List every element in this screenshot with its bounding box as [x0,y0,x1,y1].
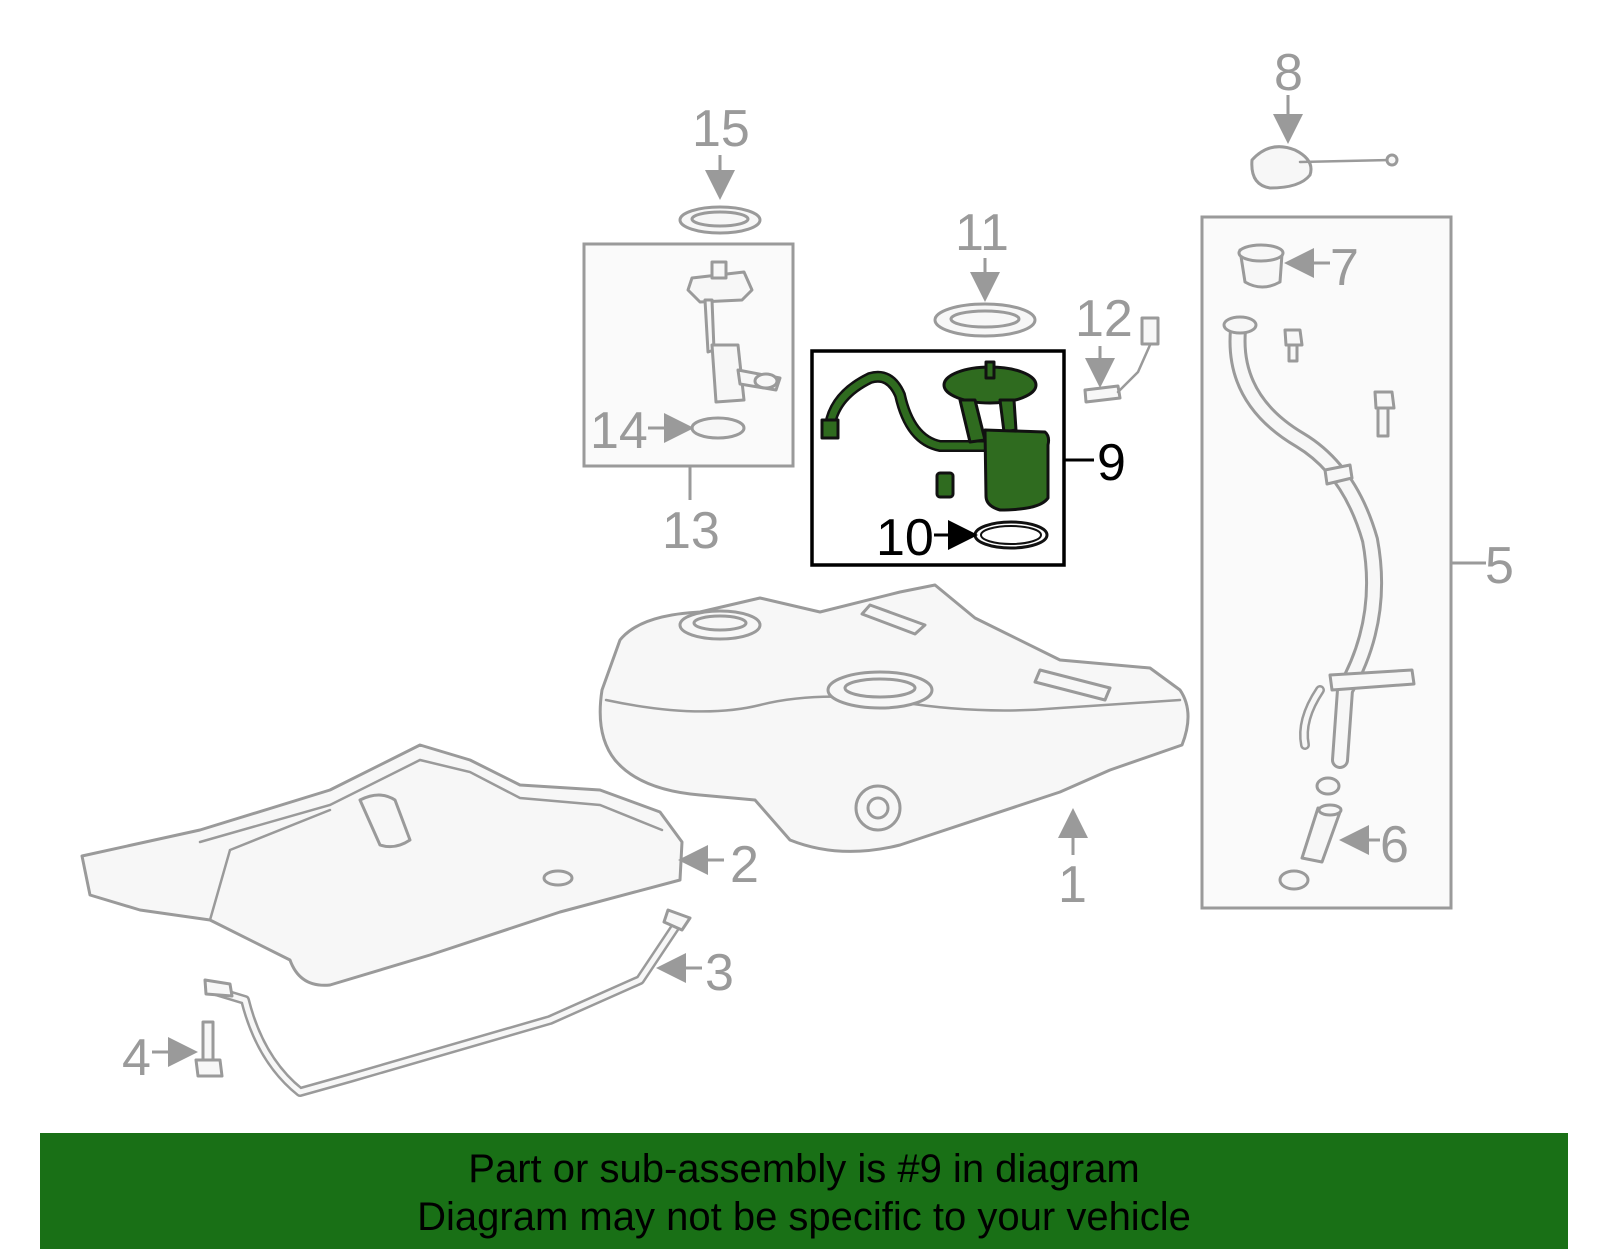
callout-7: 7 [1330,239,1359,297]
callout-9: 9 [1097,434,1126,492]
callout-13: 13 [662,502,720,560]
filler-pipe-5[interactable] [1222,315,1416,769]
info-banner: Part or sub-assembly is #9 in diagram Di… [40,1133,1568,1249]
clamp-upper[interactable] [1315,776,1341,796]
callout-12: 12 [1075,290,1133,348]
callout-6: 6 [1380,816,1409,874]
seal-14[interactable] [690,416,746,440]
fuel-pump-module-9[interactable] [820,360,1051,512]
callout-10: 10 [876,509,934,567]
bolt-small-a[interactable] [1283,328,1304,363]
bolt-4[interactable] [194,1020,224,1078]
bolt-small-b[interactable] [1373,390,1396,438]
callout-14: 14 [590,402,648,460]
callout-15: 15 [692,100,750,158]
tank-strap-3[interactable] [203,908,692,1097]
fuel-cap-8[interactable] [1250,145,1399,190]
callout-4: 4 [122,1029,151,1087]
callout-1: 1 [1058,856,1087,914]
heat-shield-2[interactable] [80,743,684,987]
fuel-tank-1[interactable] [598,583,1190,853]
callout-5: 5 [1485,537,1514,595]
filler-housing-7[interactable] [1237,243,1285,289]
callout-3: 3 [705,944,734,1002]
lock-ring-15[interactable] [678,205,762,235]
clamp-lower[interactable] [1278,869,1310,891]
fuel-sender-13[interactable] [686,260,782,404]
callout-11: 11 [955,204,1009,262]
callout-8: 8 [1274,44,1303,102]
callout-2: 2 [730,836,759,894]
banner-line-1: Part or sub-assembly is #9 in diagram [468,1147,1140,1191]
lock-ring-11[interactable] [933,302,1037,338]
seal-10[interactable] [973,520,1049,550]
hose-6[interactable] [1300,803,1343,864]
banner-line-2: Diagram may not be specific to your vehi… [417,1195,1191,1239]
